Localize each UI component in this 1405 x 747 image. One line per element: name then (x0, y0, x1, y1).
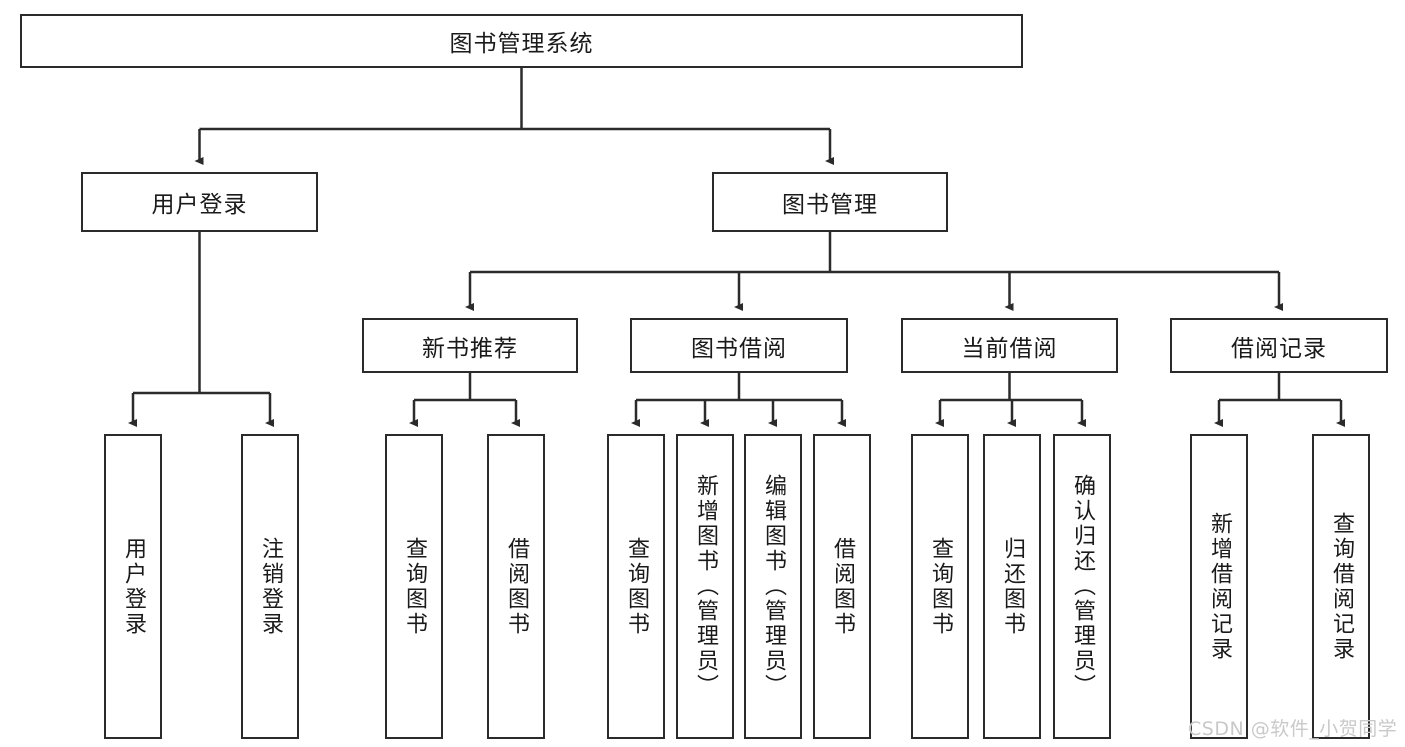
leaf-node[interactable]: 确认归还（管理员） (1053, 434, 1111, 739)
leaf-node[interactable]: 新增借阅记录 (1190, 434, 1248, 739)
node-label: 归还图书 (1000, 536, 1025, 637)
node-label: 查询图书 (402, 536, 427, 637)
leaf-node[interactable]: 借阅图书 (813, 434, 871, 739)
node-label: 编辑图书（管理员） (761, 474, 786, 699)
leaf-node[interactable]: 用户登录 (104, 434, 162, 739)
leaf-node[interactable]: 借阅图书 (487, 434, 545, 739)
node-label: 借阅记录 (1231, 335, 1327, 362)
node-label: 图书管理系统 (449, 31, 594, 57)
node-label: 新增图书（管理员） (693, 474, 718, 699)
node-label: 新增借阅记录 (1207, 511, 1232, 662)
node-label: 图书借阅 (691, 335, 787, 362)
node-level2-user-login[interactable]: 用户登录 (81, 172, 318, 232)
node-label: 确认归还（管理员） (1070, 474, 1095, 699)
node-label: 查询图书 (624, 536, 649, 637)
node-label: 查询借阅记录 (1329, 511, 1354, 662)
leaf-node[interactable]: 归还图书 (983, 434, 1041, 739)
node-level3-new-book-recommend[interactable]: 新书推荐 (362, 318, 578, 373)
leaf-node[interactable]: 查询图书 (607, 434, 665, 739)
node-level3-current-borrow[interactable]: 当前借阅 (901, 318, 1118, 373)
leaf-node[interactable]: 查询图书 (385, 434, 443, 739)
leaf-node[interactable]: 注销登录 (241, 434, 299, 739)
node-level3-borrow-record[interactable]: 借阅记录 (1170, 318, 1388, 373)
node-label: 用户登录 (121, 536, 146, 637)
node-label: 新书推荐 (422, 335, 518, 362)
leaf-node[interactable]: 新增图书（管理员） (676, 434, 734, 739)
node-label: 当前借阅 (961, 335, 1058, 362)
leaf-node[interactable]: 查询图书 (911, 434, 969, 739)
node-label: 借阅图书 (504, 536, 529, 637)
node-root[interactable]: 图书管理系统 (20, 14, 1023, 68)
node-label: 借阅图书 (830, 536, 855, 637)
node-label: 用户登录 (151, 192, 248, 218)
leaf-node[interactable]: 查询借阅记录 (1312, 434, 1370, 739)
watermark: CSDN @软件_小贺同学 (1188, 718, 1398, 740)
node-label: 图书管理 (782, 192, 878, 218)
node-label: 查询图书 (928, 536, 953, 637)
node-level3-book-borrow[interactable]: 图书借阅 (630, 318, 848, 373)
node-level2-book-management[interactable]: 图书管理 (712, 172, 948, 232)
leaf-node[interactable]: 编辑图书（管理员） (744, 434, 802, 739)
node-label: 注销登录 (258, 536, 283, 637)
